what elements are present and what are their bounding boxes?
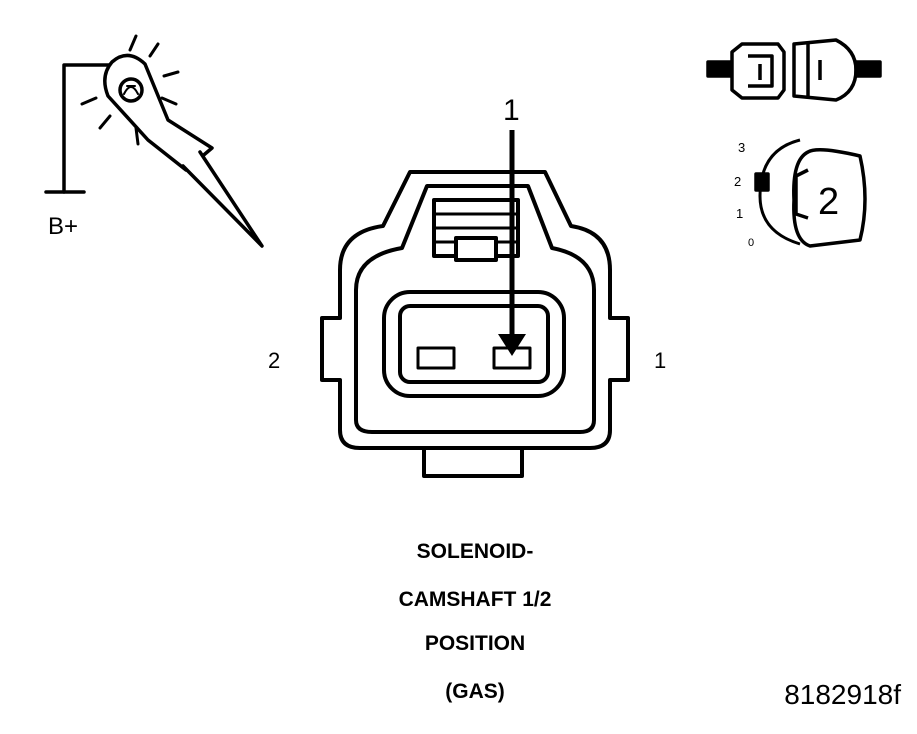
connector-caption-line-4: (GAS): [445, 680, 505, 703]
connector-face: [320, 170, 630, 478]
scale-tick-3: 3: [738, 140, 745, 155]
cavity-label-right: 1: [654, 348, 666, 373]
test-light-probe-icon: [44, 34, 264, 248]
figure-code: 8182918f: [784, 679, 901, 710]
scale-tick-1: 1: [736, 206, 743, 221]
cavity-label-left: 2: [268, 348, 280, 373]
pin-callout-arrow: [498, 130, 526, 356]
terminal-count-icon: [754, 138, 867, 248]
supply-label: B+: [48, 213, 78, 240]
scale-tick-2: 2: [734, 174, 741, 189]
connector-caption-line-3: POSITION: [424, 632, 526, 655]
scale-tick-0: 0: [748, 237, 754, 249]
connector-caption-line-1: SOLENOID-: [416, 540, 534, 563]
pin-callout-number: 1: [503, 94, 520, 127]
terminal-count-value: 2: [818, 181, 839, 223]
connector-plug-icon: [706, 38, 882, 102]
connector-caption-line-2: CAMSHAFT 1/2: [398, 588, 552, 611]
